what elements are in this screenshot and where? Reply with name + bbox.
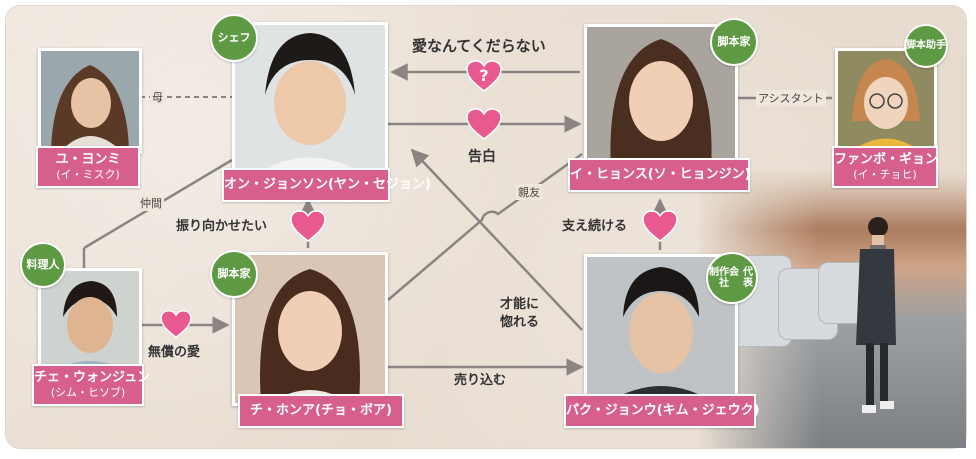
relation-keep-supporting: 支え続ける [562,218,627,236]
relation-talent-line1: 才能に [500,296,539,314]
relation-colleague: 仲間 [138,195,164,211]
relation-unconditional-love: 無償の愛 [148,344,200,362]
relation-want-to-turn: 振り向かせたい [176,218,267,236]
name-label-hwangbo-jiwon: ファンボ・ギョン(イ・チョヒ) [832,146,938,188]
heart-icon [290,210,326,242]
role-badge-cook: 料理人 [20,242,66,288]
heart-icon [160,310,192,338]
role-badge-screenwriter: 脚本家 [710,18,758,66]
svg-text:?: ? [479,66,488,85]
name-label-ji-honga: チ・ホンア(チョ・ボア) [238,394,404,428]
name-label-park-jeongwoo: パク・ジョンウ(キム・ジェウク) [564,394,756,428]
relation-talent-line2: 惚れる [500,314,539,332]
relation-sell-in: 売り込む [454,372,506,390]
role-badge-writer-assistant: 脚本助手 [904,24,948,68]
relation-confession: 告白 [468,148,496,167]
name-label-yu-yeonmi: ユ・ヨンミ(イ・ミスク) [36,146,140,188]
relation-mother: 母 [150,89,165,105]
role-badge-screenwriter: 脚本家 [210,250,258,298]
question-heart-icon: ? [466,60,502,92]
heart-icon [642,210,678,242]
relation-assistant: アシスタント [756,90,826,106]
name-label-on-jeongseon: オン・ジョンソン(ヤン・セジョン) [222,168,390,202]
role-badge-chef: シェフ [210,14,258,62]
name-label-choi-woonseung: チェ・ウォンジュン(シム・ヒソブ) [32,364,144,406]
portrait-yu-yeonmi [38,48,142,154]
role-badge-production-ceo: 制作会社代表 [706,252,758,304]
relation-close-friend: 親友 [516,184,542,200]
heart-icon [466,108,502,140]
name-label-lee-hyunsu: イ・ヒョンス(ソ・ヒョンジン) [568,158,750,192]
arrow-talent-line [412,150,582,330]
relation-love-is-silly: 愛なんてくだらない [412,36,546,56]
